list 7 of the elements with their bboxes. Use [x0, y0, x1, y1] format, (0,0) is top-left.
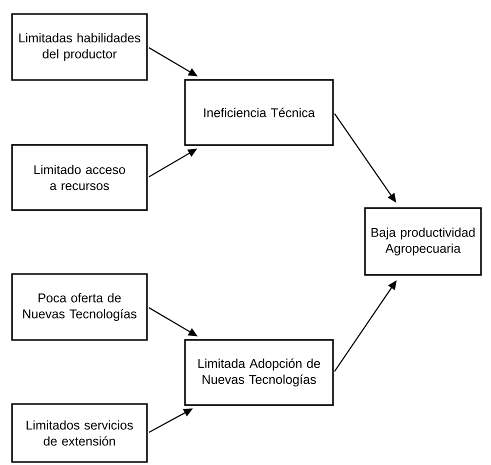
- process-box: Poca oferta de Nuevas Tecnologías: [11, 273, 148, 341]
- process-box: Limitadas habilidades del productor: [11, 13, 148, 81]
- process-box: Baja productividad Agropecuaria: [364, 207, 482, 276]
- process-box: Limitados servicios de extensión: [11, 403, 148, 463]
- process-box: Limitado acceso a recursos: [11, 144, 148, 211]
- process-box: Ineficiencia Técnica: [184, 79, 334, 146]
- process-box: Limitada Adopción de Nuevas Tecnologías: [184, 339, 334, 406]
